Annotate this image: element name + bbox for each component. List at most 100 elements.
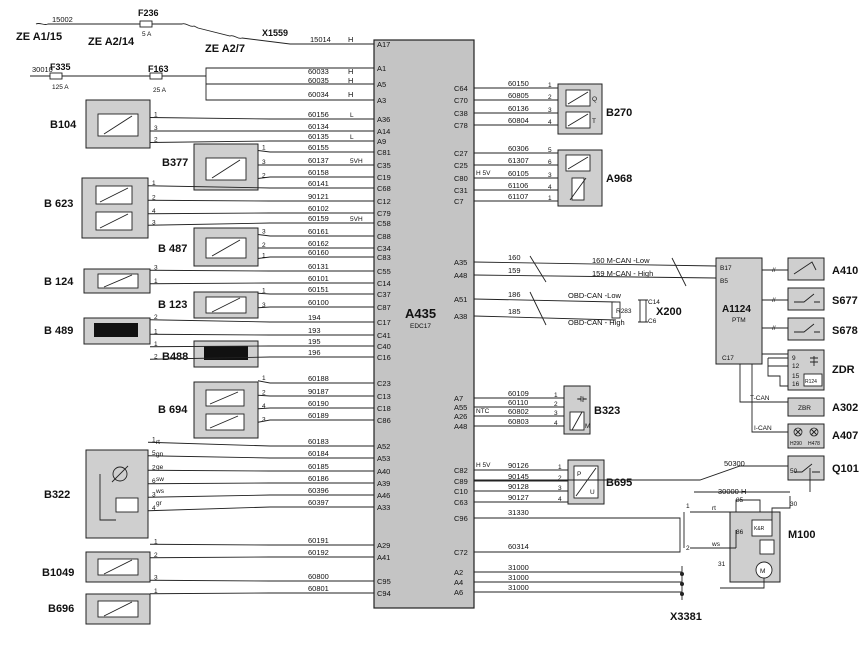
ecu-pin-a3: A3: [377, 96, 386, 105]
component-b695: P U B695: [567, 459, 632, 505]
component-b694: B 694: [158, 381, 259, 439]
wire-label-can-160: 160: [508, 253, 521, 262]
marker-left-3: 5VH: [350, 216, 363, 223]
wire-label-90187: 90187: [308, 387, 329, 396]
wire-b487-0: [257, 234, 374, 237]
ecu-pin-c25: C25: [454, 161, 468, 170]
svg-text:K&R: K&R: [754, 526, 765, 532]
ecu-pin-c80: C80: [454, 174, 468, 183]
wire-label-60805: 60805: [508, 91, 529, 100]
marker-left-0: L: [350, 112, 354, 119]
pin-b123-3: 3: [262, 302, 266, 309]
component-a302: ZBR T-CAN A302: [750, 395, 858, 417]
ecu-pin-c34: C34: [377, 244, 391, 253]
ecu-pin-c88: C88: [377, 232, 391, 241]
fuse-f335-rating: 125 A: [52, 84, 69, 91]
component-s678: S678: [787, 317, 858, 341]
label-b696: B696: [48, 603, 74, 615]
svg-text:OBD-CAN -Low: OBD-CAN -Low: [568, 291, 622, 300]
svg-text:A410: A410: [832, 265, 858, 277]
svg-text:85: 85: [736, 497, 744, 504]
svg-text:A1124: A1124: [722, 304, 751, 315]
ecu-pin-c68: C68: [377, 184, 391, 193]
ecu-pin-a33: A33: [377, 503, 390, 512]
wire-label-61307: 61307: [508, 156, 529, 165]
svg-text:ZDR: ZDR: [832, 364, 855, 376]
wire-b104-0: [149, 117, 374, 120]
wire-b322-0: [147, 441, 374, 447]
wire-label-60397: 60397: [308, 498, 329, 507]
label-b123: B 123: [158, 299, 187, 311]
wire-label-195: 195: [308, 337, 321, 346]
pin-b487-2: 2: [262, 242, 266, 249]
pin-a968-5: 5: [548, 147, 552, 154]
ecu-pin-a55: A55: [454, 403, 467, 412]
ecu-pin-c87: C87: [377, 303, 391, 312]
wire-b696-1: [149, 592, 374, 595]
wire-label-60801: 60801: [308, 584, 329, 593]
label-b104: B104: [50, 119, 77, 131]
svg-text:15: 15: [792, 373, 800, 380]
wire-label-60156: 60156: [308, 110, 329, 119]
wire-label-90121: 90121: [308, 192, 329, 201]
ecu-pin-c7: C7: [454, 197, 464, 206]
wire-label-can-185: 185: [508, 307, 521, 316]
pin-b104-3: 3: [154, 125, 158, 132]
component-b377: B377: [162, 143, 259, 191]
wire-can-3: [149, 356, 374, 360]
ecu-pin-c81: C81: [377, 148, 391, 157]
wire-label-60190: 60190: [308, 399, 329, 408]
wire-b124-0: [149, 269, 374, 272]
ecu-pin-c37: C37: [377, 290, 391, 299]
wire-b104-2: [149, 140, 374, 143]
ze-a1-15: ZE A1/15: [16, 31, 62, 43]
pin-b623-1: 1: [152, 180, 156, 187]
wire-label-60184: 60184: [308, 449, 329, 458]
supply-section: ZE A1/15 ZE A2/14 ZE A2/7 15002 F236 5 A…: [16, 8, 374, 101]
component-a968: A968: [557, 149, 632, 207]
svg-text:B5: B5: [720, 278, 728, 285]
svg-text://: //: [772, 297, 776, 304]
wire-label-60109: 60109: [508, 389, 529, 398]
wire-b377-2: [257, 176, 374, 179]
pin-b695-2: 2: [558, 475, 562, 482]
wire-b694-1: [257, 394, 374, 397]
ecu-pin-c70: C70: [454, 96, 468, 105]
b322-color-gn: gn: [156, 451, 164, 458]
wire-b696-0: [149, 579, 374, 582]
marker-h5v-a968: H 5V: [476, 170, 491, 177]
wire-label-gnd-2: 31000: [508, 583, 529, 592]
pin-a968-4: 4: [548, 184, 552, 191]
fuse-f236: F236: [138, 8, 159, 18]
wire-label-60803: 60803: [508, 417, 529, 426]
svg-text://: //: [772, 325, 776, 332]
label-b489: B 489: [44, 325, 73, 337]
b322-color-ws: ws: [155, 488, 165, 495]
wire-b1049-1: [149, 556, 374, 559]
component-s677: S677: [787, 287, 858, 311]
pin-b270-4: 4: [548, 119, 552, 126]
pin-b323-4: 4: [554, 420, 558, 427]
pin-b696-1: 1: [154, 588, 158, 595]
svg-text:30: 30: [790, 501, 798, 508]
fuse-f236-rating: 5 A: [142, 31, 152, 38]
ecu-pin-c38: C38: [454, 109, 468, 118]
ecu-pin-c89: C89: [454, 477, 468, 486]
svg-text:U: U: [590, 489, 595, 496]
ecu-pin-a48: A48: [454, 422, 467, 431]
wire-label-can-159: 159: [508, 266, 521, 275]
component-b104: B104: [50, 99, 151, 149]
wire-label-60150: 60150: [508, 79, 529, 88]
wire-label-60186: 60186: [308, 474, 329, 483]
wire-label-60183: 60183: [308, 437, 329, 446]
svg-text:S677: S677: [832, 295, 858, 307]
wire-b487-2: [257, 256, 374, 259]
wire-label-194: 194: [308, 313, 321, 322]
wire-label-60191: 60191: [308, 536, 329, 545]
ecu-pin-a29: A29: [377, 541, 390, 550]
ecu-pin-a40: A40: [377, 467, 390, 476]
wire-label-60100: 60100: [308, 298, 329, 307]
ecu-pin-c18: C18: [377, 404, 391, 413]
